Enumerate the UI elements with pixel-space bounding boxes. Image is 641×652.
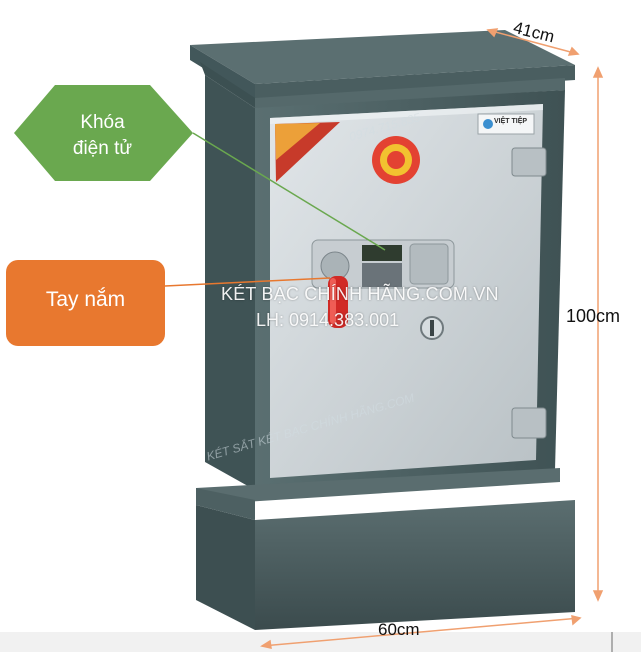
brand-plate (477, 113, 535, 135)
dimension-depth-line (486, 28, 580, 56)
safe-plinth-top (196, 468, 560, 505)
brand-logo-icon (483, 119, 493, 129)
brand-name: VIỆT TIỆP (494, 118, 528, 125)
lock-label-line2: điện tử (72, 138, 133, 159)
floor (0, 632, 641, 652)
hinge-bottom (511, 407, 547, 439)
width-label: 60cm (378, 620, 420, 639)
handle-callout-label: Tay nắm (45, 288, 126, 311)
lock-callout-label: Khóa điện tử (55, 110, 150, 162)
hinge-top (511, 147, 547, 177)
safe-base (255, 500, 575, 630)
safe-door (270, 104, 543, 478)
lock-leader-line (192, 132, 386, 251)
dimension-height-line (592, 66, 604, 602)
watermark-phone: LH: 0914.383.001 (256, 310, 400, 330)
lock-display (362, 245, 402, 261)
handle-callout-badge (6, 260, 165, 346)
lock-knob (320, 251, 350, 281)
lock-label-line1: Khóa (80, 112, 125, 133)
dimension-width-line (260, 615, 582, 649)
watermark-site: KÉT BẠC CHÍNH HÃNG.COM.VN (221, 284, 499, 304)
height-label: 100cm (566, 306, 621, 326)
safe-top-cap (190, 30, 575, 84)
handle-leader-line (164, 277, 331, 287)
lock-keypad (362, 263, 402, 287)
lock-callout-badge (14, 85, 193, 181)
